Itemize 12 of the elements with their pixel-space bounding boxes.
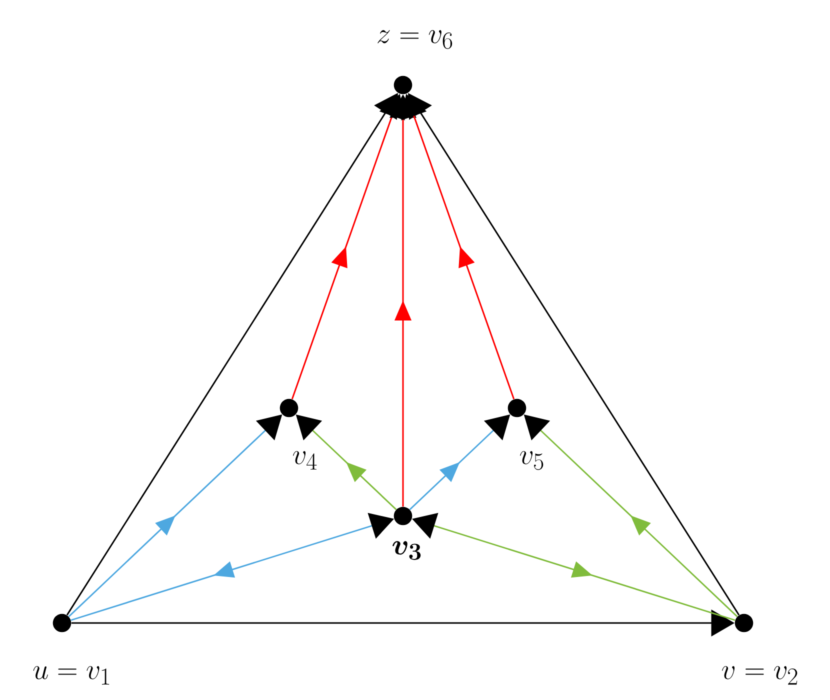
node-label: $\boldsymbol{v_3}$ xyxy=(392,541,421,560)
vertex: $v=v_2$ xyxy=(722,614,798,685)
vertex: $z=v_6$ xyxy=(378,30,452,94)
node-label: $v_4$ xyxy=(293,451,317,470)
vertex: $u=v_1$ xyxy=(33,614,110,685)
node-label: $z=v_6$ xyxy=(378,30,452,49)
node-label: $u=v_1$ xyxy=(33,666,110,685)
node-label: $v=v_2$ xyxy=(722,666,798,685)
vertex: $v_5$ xyxy=(508,398,544,470)
vertex: $v_4$ xyxy=(280,398,317,470)
vertex: $\boldsymbol{v_3}$ xyxy=(392,506,421,560)
node-label: $v_5$ xyxy=(520,451,544,470)
